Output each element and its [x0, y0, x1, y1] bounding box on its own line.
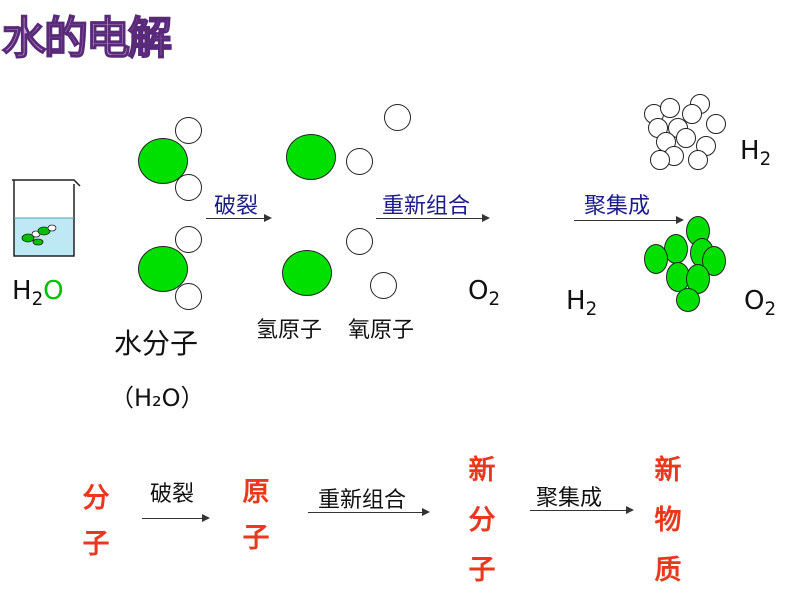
o2-label-right: O2: [744, 286, 777, 321]
arrow: [574, 216, 684, 224]
arrow-label-gather: 聚集成: [584, 194, 651, 219]
oxygen-atom: [286, 134, 336, 180]
arrow: [142, 514, 210, 522]
hydrogen-atom: [706, 114, 726, 134]
o2-label: O2: [468, 276, 501, 311]
hydrogen-atom: [682, 104, 702, 124]
h2-label-bottom: H2: [566, 286, 598, 321]
hydrogen-atom-label: 氢原子: [256, 318, 323, 343]
hydrogen-atom: [370, 272, 397, 299]
oxygen-atom-label: 氧原子: [348, 318, 415, 343]
oxygen-atom: [282, 250, 332, 296]
water-molecule-label: 水分子: [114, 327, 199, 360]
flow-step-molecule: 分子: [82, 483, 110, 560]
hydrogen-atom: [676, 128, 696, 148]
hydrogen-atom: [346, 148, 373, 175]
flow-arrow-label-recombine: 重新组合: [318, 488, 407, 513]
arrow-label-recombine: 重新组合: [382, 194, 471, 219]
h2-label: H2: [740, 136, 772, 171]
flow-arrow-label-break: 破裂: [150, 482, 195, 507]
flow-step-new-molecule: 新分子: [468, 455, 496, 586]
hydrogen-atom: [346, 228, 373, 255]
flow-step-atom: 原子: [242, 477, 270, 554]
beaker-icon: [12, 179, 81, 257]
arrow: [308, 508, 430, 516]
formula-label: （H₂O）: [110, 384, 205, 412]
oxygen-atom: [676, 288, 700, 312]
hydrogen-atom: [175, 283, 202, 310]
oxygen-atom: [138, 246, 188, 292]
hydrogen-atom: [688, 150, 708, 170]
h2o-label: H2O: [12, 276, 64, 311]
arrow-label-break: 破裂: [214, 194, 259, 219]
arrow: [376, 214, 490, 222]
oxygen-atom: [644, 244, 668, 274]
page-title: 水的电解: [1, 12, 173, 65]
hydrogen-atom: [175, 174, 202, 201]
hydrogen-atom: [175, 117, 202, 144]
hydrogen-atom: [175, 226, 202, 253]
hydrogen-atom: [660, 98, 680, 118]
flow-step-new-substance: 新物质: [654, 455, 682, 586]
hydrogen-atom: [650, 150, 670, 170]
arrow: [530, 506, 634, 514]
hydrogen-atom: [384, 104, 411, 131]
arrow: [206, 214, 272, 222]
flow-arrow-label-gather: 聚集成: [536, 486, 603, 511]
